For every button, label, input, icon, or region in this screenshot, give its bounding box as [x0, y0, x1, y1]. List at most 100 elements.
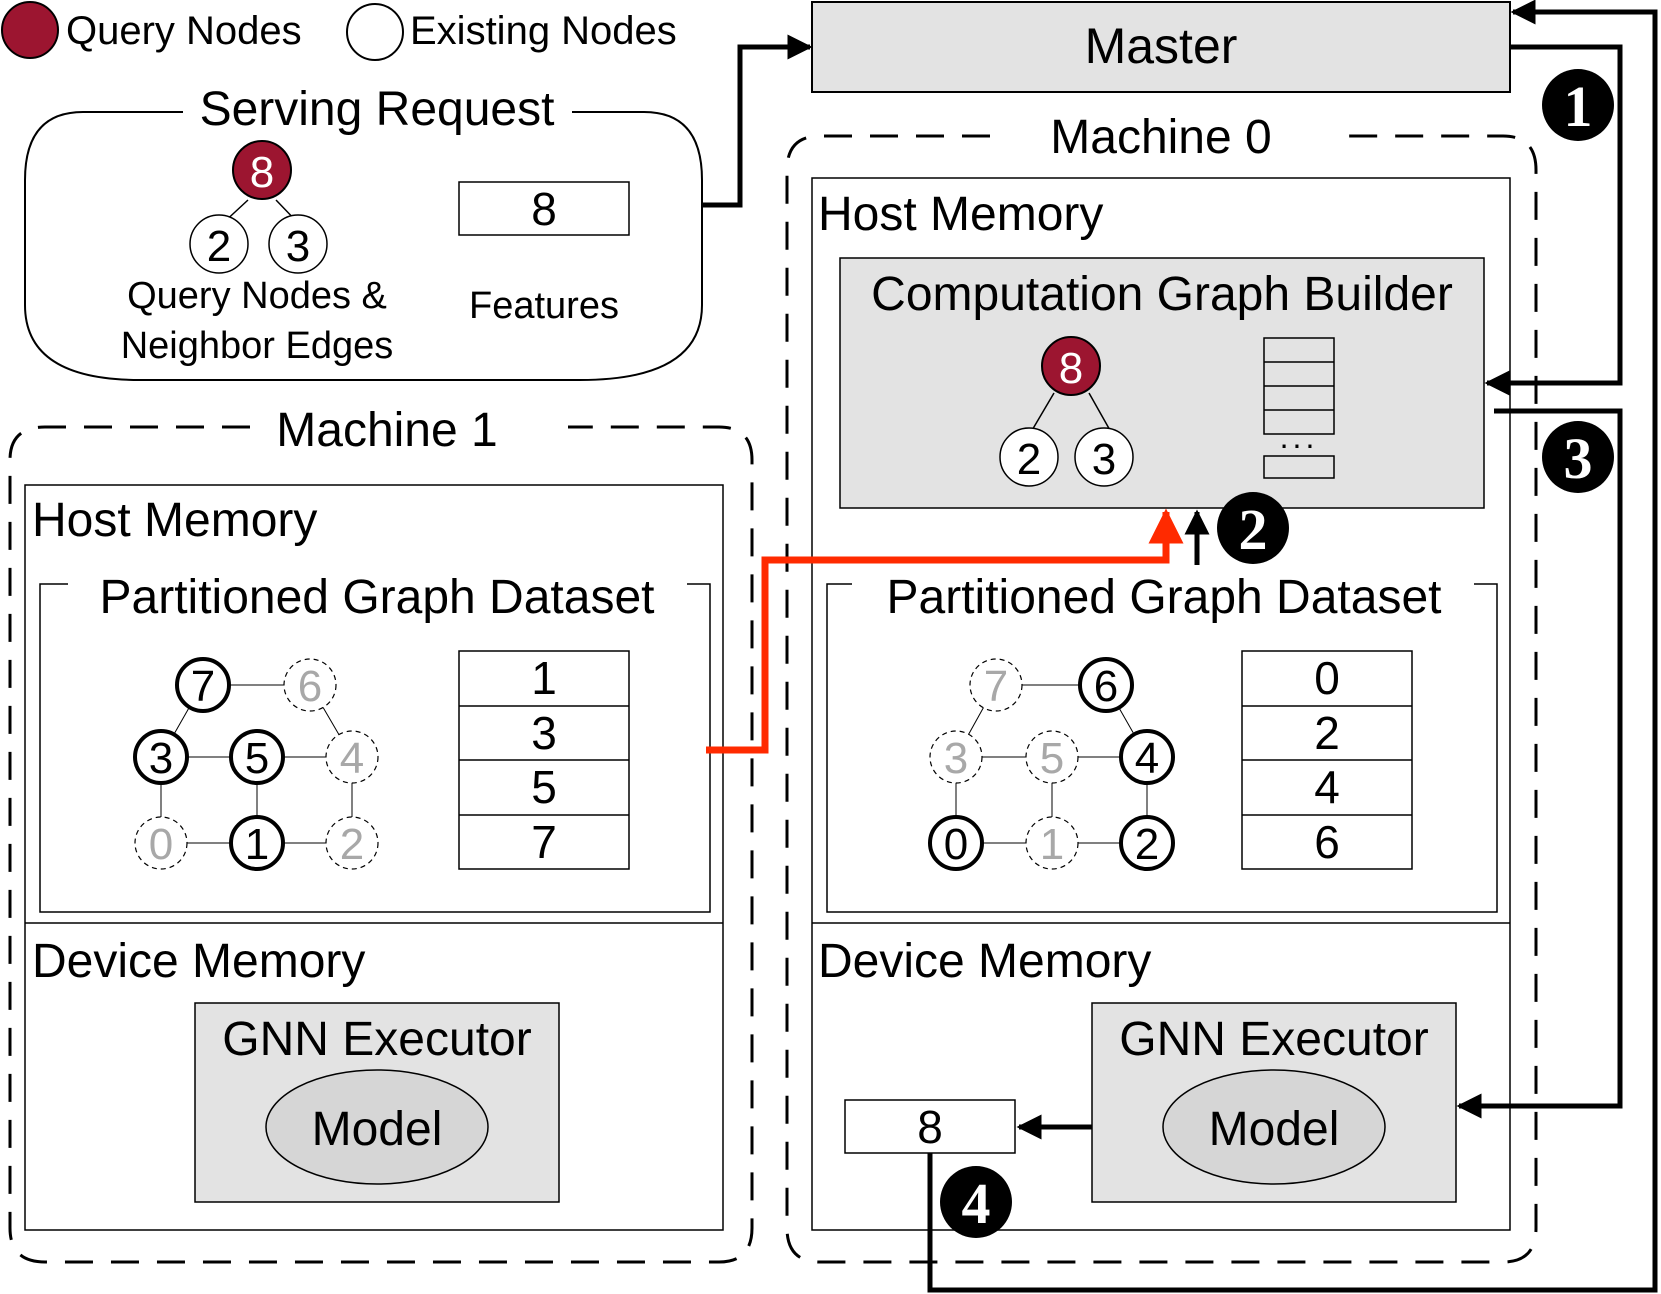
graph-node-label: 2 — [1135, 820, 1159, 869]
serving-neighbor-node — [268, 214, 328, 274]
legend-existing-label: Existing Nodes — [410, 9, 677, 53]
machine-0-memory-panel — [811, 177, 1511, 1231]
remote-node — [325, 816, 379, 870]
step-badge-label: 1 — [1564, 74, 1593, 139]
machine-0-feature-table: 0 2 4 6 — [1241, 650, 1413, 870]
graph-node-label: 5 — [1040, 734, 1064, 783]
machine-0-gnn-executor: GNN Executor Model — [1091, 1002, 1457, 1203]
graph-node-label: 0 — [149, 820, 173, 869]
step-badge — [1542, 421, 1614, 493]
request-to-master-arrow — [702, 34, 813, 208]
legend: Query Nodes Existing Nodes — [1, 1, 677, 61]
feature-cell: 5 — [531, 761, 557, 813]
step-badge-label: 4 — [962, 1171, 991, 1236]
feature-cell: 6 — [1314, 816, 1340, 868]
machine-0-device-memory-label: Device Memory — [818, 935, 1151, 988]
step-badge — [1542, 69, 1614, 141]
serving-neighbor-node-label: 2 — [207, 222, 231, 271]
builder-neighbor-node — [1074, 427, 1134, 487]
serving-neighbor-node — [189, 214, 249, 274]
remote-node — [929, 730, 983, 784]
machine-0-graph: 7 6 3 5 4 0 1 2 — [928, 657, 1175, 871]
step-badge-label: 3 — [1564, 426, 1593, 491]
graph-node-label: 3 — [944, 734, 968, 783]
serving-feature-value: 8 — [531, 183, 557, 235]
step-4-arrow — [927, 0, 1658, 1293]
machine-1: Machine 1 Host Memory Partitioned Graph … — [8, 404, 754, 1264]
graph-node-label: 5 — [245, 734, 269, 783]
serving-caption: Neighbor Edges — [121, 325, 394, 367]
step-badge — [940, 1166, 1012, 1238]
legend-query-label: Query Nodes — [66, 9, 302, 53]
computation-graph-builder: Computation Graph Builder 8 2 3 ... — [839, 257, 1485, 509]
machine-1-title: Machine 1 — [276, 404, 497, 457]
machine-1-model-label: Model — [312, 1103, 443, 1156]
remote-node — [1025, 816, 1079, 870]
machine-0-title: Machine 0 — [1050, 111, 1271, 164]
step-3-arrow — [1456, 408, 1623, 1119]
graph-node-label: 7 — [984, 662, 1008, 711]
graph-node-label: 6 — [298, 662, 322, 711]
local-node — [1119, 729, 1175, 785]
graph-node-label: 1 — [1040, 820, 1064, 869]
step-badge-label: 2 — [1239, 497, 1268, 562]
query-node-legend-icon — [1, 1, 59, 59]
builder-ellipsis: ... — [1280, 419, 1319, 455]
builder-feature-stack: ... — [1263, 337, 1335, 479]
machine-1-dataset-title: Partitioned Graph Dataset — [100, 571, 655, 624]
master-label: Master — [1085, 18, 1238, 74]
serving-neighbor-node-label: 3 — [286, 222, 310, 271]
machine-1-gnn-executor: GNN Executor Model — [194, 1002, 560, 1203]
serving-request-title: Serving Request — [200, 83, 555, 136]
machine-1-model — [265, 1069, 489, 1185]
remote-fetch-arrow — [706, 508, 1184, 754]
graph-node-label: 0 — [944, 820, 968, 869]
machine-1-executor-label: GNN Executor — [222, 1013, 531, 1066]
remote-node — [1025, 730, 1079, 784]
flow-arrows — [702, 0, 1658, 1293]
machine-0-executor-label: GNN Executor — [1119, 1013, 1428, 1066]
graph-node-label: 3 — [149, 734, 173, 783]
feature-cell: 1 — [531, 652, 557, 704]
graph-node-label: 6 — [1094, 662, 1118, 711]
local-node — [175, 657, 231, 713]
step-badge — [1217, 492, 1289, 564]
feature-cell: 2 — [1314, 707, 1340, 759]
existing-node-legend-icon — [346, 3, 404, 61]
builder-query-node-label: 8 — [1059, 344, 1083, 393]
serving-query-node-label: 8 — [250, 148, 274, 197]
machine-1-feature-table: 1 3 5 7 — [458, 650, 630, 870]
graph-node-label: 7 — [191, 662, 215, 711]
builder-query-node — [1041, 336, 1101, 396]
remote-node — [283, 658, 337, 712]
serving-caption: Query Nodes & — [127, 275, 387, 317]
builder-title: Computation Graph Builder — [871, 268, 1453, 321]
serving-query-node — [232, 140, 292, 200]
builder-neighbor-node — [999, 427, 1059, 487]
machine-0-model-label: Model — [1209, 1103, 1340, 1156]
step-badges: 1 2 3 4 — [940, 69, 1614, 1238]
local-node — [229, 729, 285, 785]
machine-0-model — [1162, 1069, 1386, 1185]
feature-cell: 0 — [1314, 652, 1340, 704]
local-node — [928, 815, 984, 871]
serving-feature-box — [458, 181, 630, 236]
graph-node-label: 4 — [1135, 734, 1159, 783]
machine-1-memory-panel — [24, 484, 724, 1231]
machine-0-dataset-title: Partitioned Graph Dataset — [887, 571, 1442, 624]
builder-neighbor-node-label: 2 — [1017, 435, 1041, 484]
local-node — [1119, 815, 1175, 871]
master-box: Master — [811, 1, 1511, 93]
remote-node — [134, 816, 188, 870]
remote-node — [325, 730, 379, 784]
remote-node — [969, 658, 1023, 712]
machine-0-host-memory-label: Host Memory — [818, 188, 1103, 241]
machine-0: Machine 0 Host Memory Computation Graph … — [785, 111, 1538, 1264]
feature-cell: 7 — [531, 816, 557, 868]
local-node — [1078, 657, 1134, 713]
local-node — [133, 729, 189, 785]
graph-node-label: 2 — [340, 820, 364, 869]
feature-cell: 4 — [1314, 761, 1340, 813]
graph-node-label: 1 — [245, 820, 269, 869]
output-value: 8 — [917, 1101, 943, 1153]
